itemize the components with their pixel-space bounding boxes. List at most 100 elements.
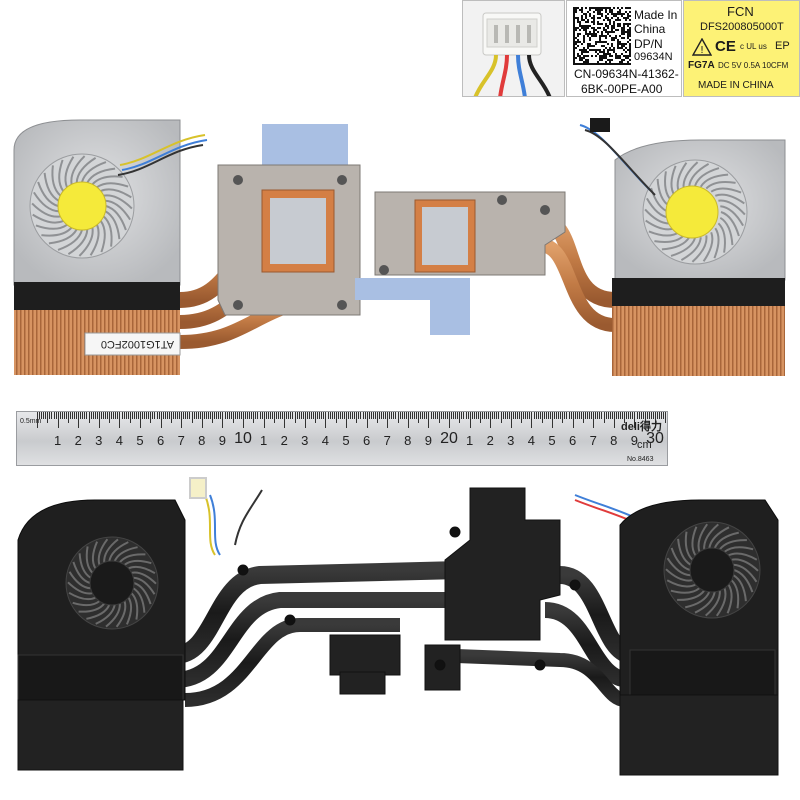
ruler-tick — [177, 412, 179, 419]
ruler-tick — [92, 412, 94, 419]
warning-icon: ! — [692, 38, 712, 56]
fan-blade — [64, 156, 75, 188]
ruler-tick — [39, 412, 41, 419]
ruler-tick — [78, 412, 80, 428]
ruler-tick — [630, 412, 632, 419]
ruler-tick — [490, 412, 492, 428]
ruler-tick — [599, 412, 601, 419]
ruler-tick — [535, 412, 537, 419]
ruler-tick — [125, 412, 127, 419]
ruler-tick — [650, 412, 652, 419]
ruler-tick — [436, 412, 438, 419]
ruler-tick — [601, 412, 603, 419]
fan-blade — [682, 161, 699, 189]
ruler-tick — [372, 412, 374, 419]
ruler-tick — [531, 412, 533, 428]
ruler-number: 5 — [548, 433, 556, 448]
ruler-tick — [61, 412, 63, 419]
fan-blade — [723, 546, 754, 553]
ruler-tick — [580, 412, 582, 419]
ruler-tick — [387, 412, 389, 428]
left-fan — [13, 119, 181, 375]
ruler-tick — [154, 412, 156, 419]
fan-blade — [691, 526, 698, 556]
fan-blade — [37, 181, 59, 207]
ruler-tick — [45, 412, 47, 419]
barcode-sticker-text: AT1G1002FC0 — [101, 338, 174, 350]
ruler-tick — [374, 412, 376, 419]
ruler-tick — [457, 412, 459, 419]
ruler-tick — [451, 412, 453, 419]
fan-model: DFS200805000T — [700, 21, 784, 33]
right-fan-foam — [612, 278, 785, 308]
ruler-tick — [416, 412, 417, 419]
ruler-tick — [115, 412, 117, 419]
connector-wire — [527, 54, 552, 96]
fan-blade — [720, 205, 744, 227]
ruler-tick — [82, 412, 84, 419]
connector-photo — [462, 0, 565, 97]
ruler-brand: deli得力 — [621, 421, 662, 433]
fan-blade — [733, 569, 754, 593]
ruler-tick — [521, 412, 523, 423]
connector-pin — [494, 25, 498, 43]
ruler-tick — [325, 412, 327, 428]
ruler-tick — [484, 412, 485, 419]
fan-blade — [708, 526, 730, 549]
ruler-tick — [615, 412, 617, 419]
fan-blade — [732, 574, 747, 602]
fan-blade — [91, 541, 99, 569]
ruler-tick — [261, 412, 263, 419]
ruler-tick — [541, 412, 543, 423]
country-text: China — [634, 22, 666, 36]
fan-blade — [677, 589, 705, 601]
fan-rating: DC 5V 0.5A 10CFM — [718, 61, 789, 70]
ruler-tick — [232, 412, 234, 423]
ruler-tick — [395, 412, 397, 419]
ruler-tick — [230, 412, 232, 419]
ruler-tick — [477, 412, 479, 419]
fan-blade — [720, 211, 740, 237]
ruler-tick — [539, 412, 541, 419]
ruler-number: 2 — [280, 433, 288, 448]
fan-blade — [713, 227, 720, 259]
ruler-tick — [492, 412, 494, 419]
ce-mark: CE — [715, 38, 736, 55]
ruler-tick — [549, 412, 551, 419]
fan-blade — [91, 175, 123, 186]
serial-line-1: CN-09634N-41362- — [574, 67, 679, 81]
right-fan-hub-sticker — [665, 185, 719, 239]
ruler-tick — [461, 412, 463, 419]
fan-blade — [670, 237, 696, 257]
ruler-tick — [199, 412, 201, 419]
ruler-tick — [308, 412, 310, 419]
ruler-tick — [313, 412, 314, 419]
ruler-tick — [53, 412, 55, 419]
fan-blade — [43, 172, 60, 202]
ruler-tick — [181, 412, 183, 428]
ruler-tick — [86, 412, 88, 419]
fan-blade — [78, 553, 92, 579]
ruler-tick — [362, 412, 364, 419]
ruler-tick — [552, 412, 553, 428]
ruler-number: 3 — [301, 433, 309, 448]
ruler-tick — [519, 412, 520, 419]
ruler-tick — [414, 412, 415, 419]
ruler-tick — [214, 412, 216, 419]
ruler-number: 30 — [646, 430, 664, 447]
ruler-tick — [560, 412, 562, 419]
ruler-tick — [100, 412, 102, 419]
fan-rating-label: FCN DFS200805000T ! CE c UL us EP FG7A D… — [683, 0, 800, 97]
ruler-tick — [424, 412, 426, 419]
ruler-tick — [465, 412, 467, 419]
ruler-number: 2 — [486, 433, 494, 448]
fan-blade — [100, 188, 132, 199]
ruler-tick — [564, 412, 566, 419]
fan-blade — [705, 590, 721, 617]
ruler-number: 10 — [234, 430, 252, 447]
ruler-tick — [267, 412, 269, 419]
fan-blade — [730, 579, 740, 609]
ruler-tick — [80, 412, 82, 419]
ruler-number: 8 — [404, 433, 412, 448]
ruler-tick — [628, 412, 630, 419]
